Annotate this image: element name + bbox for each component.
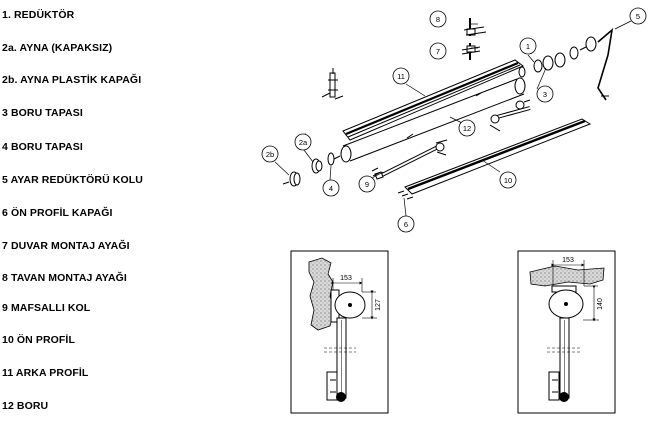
front-profile-cap-part (397, 190, 409, 197)
part-label-11: 11 ARKA PROFİL (2, 367, 89, 379)
back-profile-part (342, 59, 524, 141)
ceiling-mount-detail: 153 140 (517, 250, 616, 414)
second-arm-part (489, 99, 531, 132)
svg-text:5: 5 (636, 12, 640, 21)
part-label-8: 8 TAVAN MONTAJ AYAĞI (2, 272, 127, 284)
svg-text:4: 4 (329, 184, 333, 193)
svg-text:2b: 2b (266, 150, 274, 159)
callout-2a: 2a (294, 133, 312, 151)
callouts: 11 12 10 9 4 2a 2b 1 (261, 7, 647, 233)
callout-5: 5 (629, 7, 647, 25)
callout-3: 3 (536, 85, 554, 103)
ceiling-height-dim: 140 (597, 298, 604, 310)
part-label-10: 10 ÖN PROFİL (2, 334, 75, 346)
wall-width-dim: 153 (340, 275, 352, 282)
callout-2b: 2b (261, 145, 279, 163)
svg-text:7: 7 (436, 47, 440, 56)
ceiling-dim-lines (551, 260, 599, 322)
articulated-arm-part (371, 139, 448, 180)
callout-4: 4 (322, 179, 340, 197)
part-label-3: 3 BORU TAPASI (2, 107, 83, 119)
svg-text:6: 6 (404, 220, 408, 229)
part-label-1: 1. REDÜKTÖR (2, 9, 75, 21)
wall-section (308, 257, 335, 331)
parts-list: 1. REDÜKTÖR 2a. AYNA (KAPAKSIZ) 2b. AYNA… (0, 0, 180, 423)
svg-text:12: 12 (463, 124, 471, 133)
reducer-assembly (518, 36, 597, 78)
part-label-4: 4 BORU TAPASI (2, 141, 83, 153)
svg-text:11: 11 (397, 72, 405, 81)
svg-text:8: 8 (436, 15, 440, 24)
tube-part (340, 77, 526, 163)
callout-1: 1 (519, 37, 537, 55)
part-label-5: 5 AYAR REDÜKTÖRÜ KOLU (2, 174, 143, 186)
ceiling-width-dim: 153 (562, 257, 574, 264)
svg-text:3: 3 (543, 90, 547, 99)
callout-8: 8 (429, 10, 447, 28)
wall-dim-lines (331, 278, 377, 320)
part-label-2a: 2a. AYNA (KAPAKSIZ) (2, 42, 113, 54)
wall-height-dim: 127 (375, 299, 382, 311)
callout-7: 7 (429, 42, 447, 60)
callout-9: 9 (358, 175, 376, 193)
part-label-6: 6 ÖN PROFİL KAPAĞI (2, 207, 113, 219)
svg-text:9: 9 (365, 180, 369, 189)
svg-text:1: 1 (526, 42, 530, 51)
part-label-12: 12 BORU (2, 400, 49, 412)
part-label-7: 7 DUVAR MONTAJ AYAĞI (2, 240, 130, 252)
wall-bracket-part (321, 68, 344, 100)
callout-12: 12 (458, 119, 476, 137)
svg-text:2a: 2a (299, 138, 308, 147)
front-profile-part (404, 118, 592, 195)
crank-handle-part (597, 27, 614, 101)
callout-11: 11 (392, 67, 410, 85)
ceiling-section (529, 265, 605, 287)
part-label-9: 9 MAFSALLI KOL (2, 302, 91, 314)
wall-mount-detail: 153 127 (290, 250, 389, 414)
callout-10: 10 (499, 171, 517, 189)
svg-text:10: 10 (504, 176, 512, 185)
callout-6: 6 (397, 215, 415, 233)
part-label-2b: 2b. AYNA PLASTİK KAPAĞI (2, 74, 142, 86)
ceiling-bracket-part (461, 18, 487, 60)
tube-end-parts (282, 152, 341, 187)
